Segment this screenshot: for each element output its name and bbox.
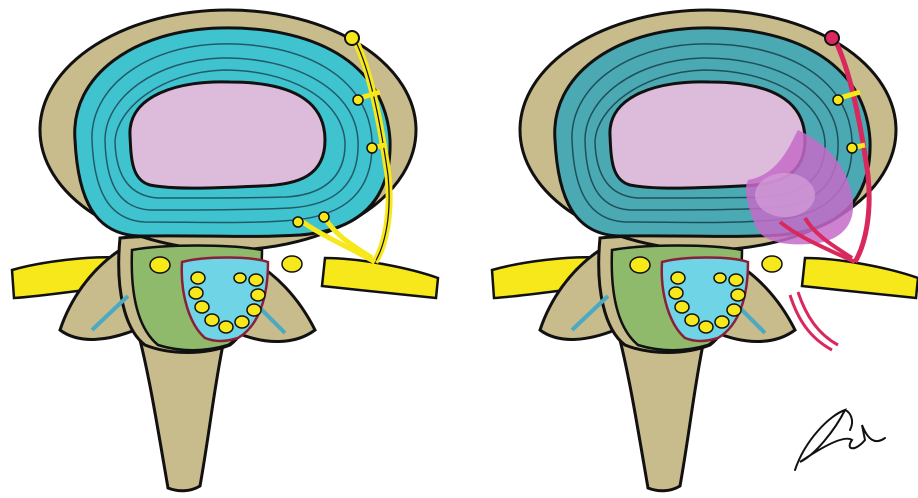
nucleus-pulposus	[130, 82, 325, 188]
nerve-ending-healthy	[345, 31, 359, 45]
right-exiting-nerve	[322, 258, 438, 298]
artist-signature	[795, 410, 885, 470]
panel-healthy	[12, 10, 438, 491]
nerve-ending-inflamed	[825, 31, 839, 45]
panel-herniated	[492, 10, 918, 491]
right-exiting-nerve-2	[802, 258, 918, 298]
